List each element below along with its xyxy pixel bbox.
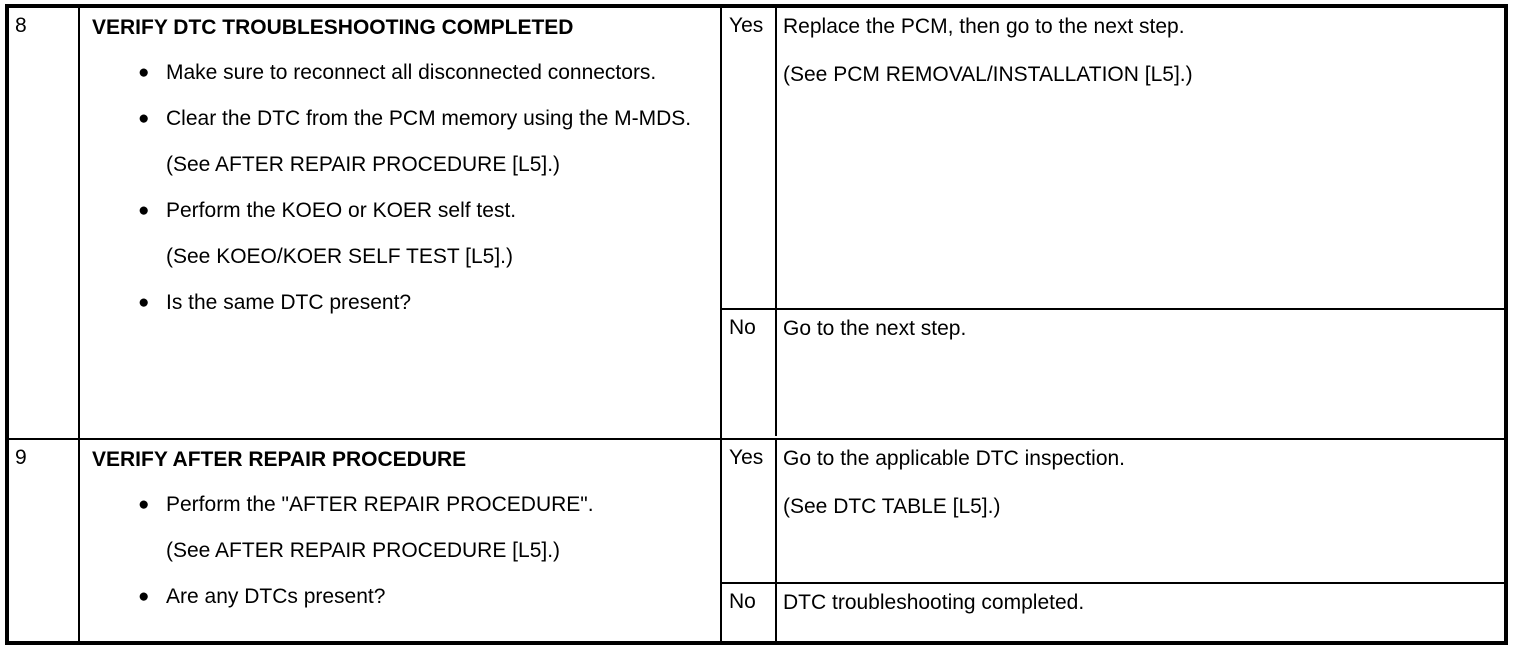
answer-yes-block: Yes Go to the applicable DTC inspection.… <box>722 440 1504 582</box>
answer-text-no: DTC troubleshooting completed. <box>777 584 1504 641</box>
procedure-cell: VERIFY AFTER REPAIR PROCEDURE ● Perform … <box>80 440 722 641</box>
answer-label-no: No <box>722 310 777 436</box>
answer-label-yes: Yes <box>722 8 777 308</box>
reference-note: (See AFTER REPAIR PROCEDURE [L5].) <box>166 539 561 562</box>
answer-cell: Yes Replace the PCM, then go to the next… <box>722 8 1504 438</box>
list-item-label: Make sure to reconnect all disconnected … <box>166 61 657 84</box>
answer-text-no: Go to the next step. <box>777 310 1504 436</box>
answer-line: Replace the PCM, then go to the next ste… <box>783 15 1185 38</box>
procedure-cell: VERIFY DTC TROUBLESHOOTING COMPLETED ● M… <box>80 8 722 438</box>
answer-line: Go to the applicable DTC inspection. <box>783 447 1126 470</box>
bullet-icon: ● <box>138 108 150 129</box>
list-item: ● Perform the KOEO or KOER self test. <box>92 197 710 225</box>
answer-no-block: No DTC troubleshooting completed. <box>722 582 1504 641</box>
list-item: ● Perform the "AFTER REPAIR PROCEDURE". <box>92 491 710 519</box>
bullet-icon: ● <box>138 292 150 313</box>
table-row: 9 VERIFY AFTER REPAIR PROCEDURE ● Perfor… <box>9 438 1504 641</box>
procedure-list: ● Perform the "AFTER REPAIR PROCEDURE". … <box>92 491 710 611</box>
answer-text-yes: Go to the applicable DTC inspection. (Se… <box>777 440 1504 582</box>
answer-text-yes: Replace the PCM, then go to the next ste… <box>777 8 1504 308</box>
procedure-title: VERIFY DTC TROUBLESHOOTING COMPLETED <box>92 16 574 39</box>
bullet-icon: ● <box>138 200 150 221</box>
procedure-title: VERIFY AFTER REPAIR PROCEDURE <box>92 448 467 471</box>
reference-note: (See DTC TABLE [L5].) <box>783 495 1001 518</box>
list-item: ● Make sure to reconnect all disconnecte… <box>92 59 710 87</box>
step-number: 9 <box>15 446 27 469</box>
bullet-icon: ● <box>138 62 150 83</box>
answer-line: DTC troubleshooting completed. <box>783 591 1085 614</box>
reference-note: (See KOEO/KOER SELF TEST [L5].) <box>166 245 514 268</box>
list-item: ● Is the same DTC present? <box>92 289 710 317</box>
step-number-cell: 9 <box>9 440 80 641</box>
answer-line: Go to the next step. <box>783 317 967 340</box>
list-item-label: Perform the KOEO or KOER self test. <box>166 199 517 222</box>
list-item: ● Are any DTCs present? <box>92 583 710 611</box>
answer-label-no: No <box>722 584 777 641</box>
answer-label-yes: Yes <box>722 440 777 582</box>
bullet-icon: ● <box>138 494 150 515</box>
answer-no-block: No Go to the next step. <box>722 308 1504 436</box>
answer-cell: Yes Go to the applicable DTC inspection.… <box>722 440 1504 641</box>
reference-note: (See AFTER REPAIR PROCEDURE [L5].) <box>166 153 561 176</box>
procedure-list: ● Make sure to reconnect all disconnecte… <box>92 59 710 317</box>
step-number: 8 <box>15 14 27 37</box>
list-item-label: Are any DTCs present? <box>166 585 386 608</box>
list-item-label: Perform the "AFTER REPAIR PROCEDURE". <box>166 493 594 516</box>
step-number-cell: 8 <box>9 8 80 438</box>
bullet-icon: ● <box>138 586 150 607</box>
list-item: ● Clear the DTC from the PCM memory usin… <box>92 105 710 133</box>
reference-note: (See PCM REMOVAL/INSTALLATION [L5].) <box>783 63 1193 86</box>
troubleshooting-table: 8 VERIFY DTC TROUBLESHOOTING COMPLETED ●… <box>5 4 1508 645</box>
answer-yes-block: Yes Replace the PCM, then go to the next… <box>722 8 1504 308</box>
table-row: 8 VERIFY DTC TROUBLESHOOTING COMPLETED ●… <box>9 8 1504 438</box>
list-item-label: Is the same DTC present? <box>166 291 412 314</box>
list-item-label: Clear the DTC from the PCM memory using … <box>166 107 692 130</box>
